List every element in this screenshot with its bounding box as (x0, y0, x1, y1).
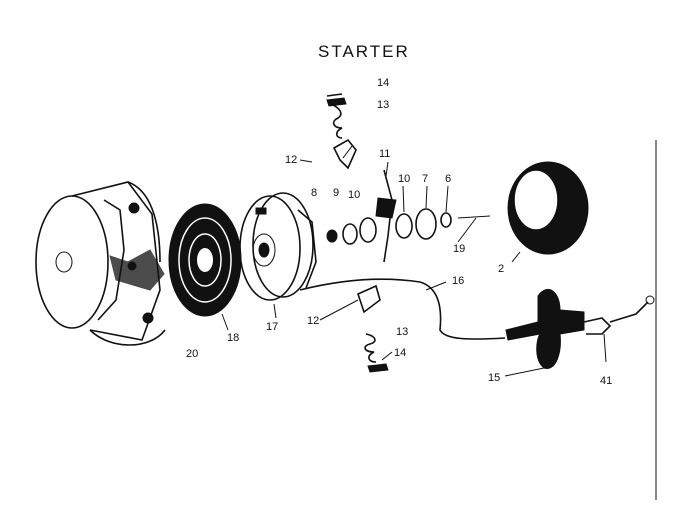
leader-14-bottom (381, 351, 393, 361)
part-20-housing (35, 181, 166, 346)
label-13-bottom: 13 (396, 326, 408, 338)
part-17-pulley (239, 192, 317, 319)
leader-15 (504, 367, 545, 377)
part-18-recoil-spring (168, 203, 242, 331)
leader-11 (385, 161, 389, 177)
part-11-brake (375, 169, 397, 263)
label-8: 8 (311, 187, 317, 199)
label-2: 2 (498, 263, 504, 275)
label-17: 17 (266, 321, 278, 333)
label-13-top: 13 (377, 99, 389, 111)
part-15-handle (505, 289, 585, 369)
part-13-14-lower-spring-screw (364, 333, 389, 373)
label-20: 20 (186, 348, 198, 360)
label-18: 18 (227, 332, 239, 344)
diagram-title: STARTER (318, 42, 410, 61)
label-12-bottom: 12 (307, 315, 319, 327)
label-6: 6 (445, 173, 451, 185)
label-10b: 10 (398, 173, 410, 185)
leader-7 (425, 185, 428, 209)
part-13-14-upper-spring-screw (326, 93, 347, 139)
leader-10b (402, 185, 405, 213)
label-14-bottom: 14 (394, 347, 406, 359)
label-9: 9 (333, 187, 339, 199)
label-41: 41 (600, 375, 612, 387)
leader-6 (445, 185, 449, 213)
washers-8-9-10-7-6 (326, 208, 452, 245)
leader-12-bottom (319, 299, 359, 321)
part-12-lower-dog (357, 284, 381, 314)
part-16-starter-rope (299, 278, 506, 340)
part-41-clip (583, 295, 655, 363)
label-10a: 10 (348, 189, 360, 201)
leader-12-top (342, 145, 353, 159)
label-11: 11 (379, 148, 390, 160)
label-7: 7 (422, 173, 428, 185)
part-2-cup (507, 161, 589, 263)
part-19-bolt (457, 215, 491, 243)
label-12-top: 12 (285, 154, 297, 166)
label-14-top: 14 (377, 77, 389, 89)
label-16: 16 (452, 275, 464, 287)
label-19: 19 (453, 243, 465, 255)
label-15: 15 (488, 372, 500, 384)
part-12-upper-dog (299, 138, 357, 170)
